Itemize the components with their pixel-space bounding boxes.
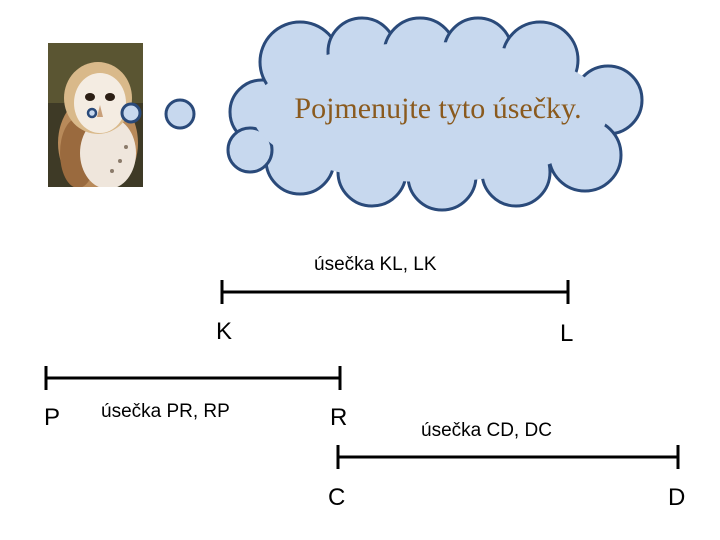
owl-image: [48, 43, 143, 187]
point-label-d: D: [668, 484, 686, 511]
caption-pr: úsečka PR, RP: [101, 401, 230, 422]
segment-pr: [44, 366, 342, 390]
bubble-prompt: Pojmenujte tyto úsečky.: [294, 92, 582, 125]
caption-cd: úsečka CD, DC: [421, 420, 552, 441]
point-label-l: L: [560, 320, 574, 347]
point-label-c: C: [328, 484, 346, 511]
point-label-r: R: [330, 404, 348, 431]
segment-cd: [336, 445, 680, 469]
point-label-k: K: [216, 318, 233, 345]
caption-kl: úsečka KL, LK: [314, 254, 437, 275]
point-label-p: P: [44, 404, 61, 431]
segment-kl: [220, 280, 570, 304]
thought-dots: [86, 98, 196, 130]
